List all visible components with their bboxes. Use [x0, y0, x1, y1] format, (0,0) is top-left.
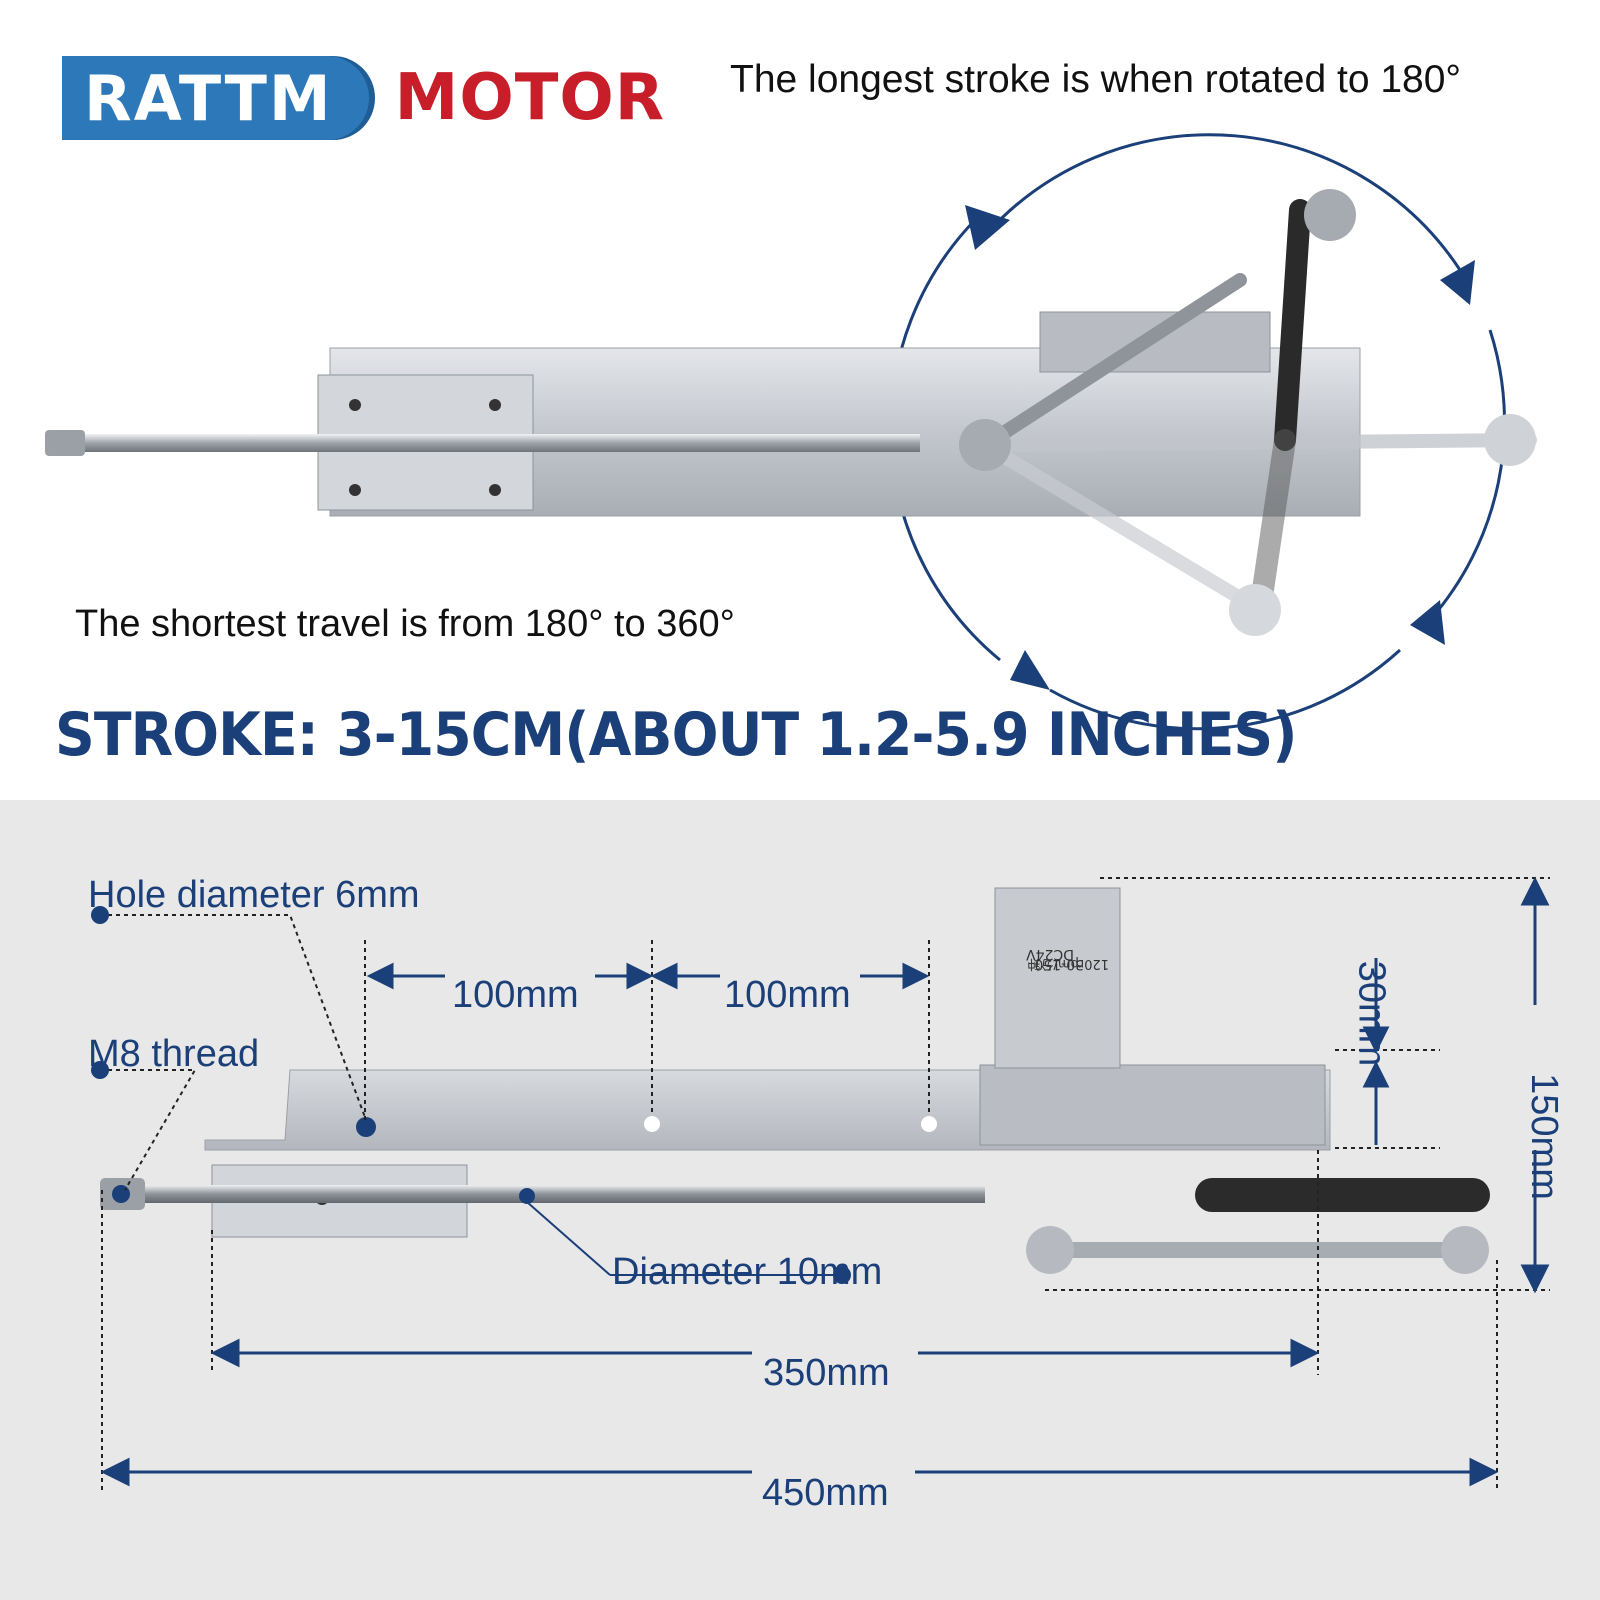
label-spacing-2: 100mm: [724, 974, 851, 1016]
arrow-head-icon: [1410, 600, 1445, 645]
rod-marker: [519, 1188, 535, 1204]
mount-hole: [356, 1117, 376, 1137]
arrow-head-icon: [1010, 650, 1050, 690]
label-hole-diameter: Hole diameter 6mm: [88, 874, 420, 916]
dc-motor: [994, 887, 1121, 1069]
dimension-arrows: [100, 876, 1550, 1487]
motor-voltage: DC24V: [1026, 946, 1074, 962]
label-length-350: 350mm: [763, 1352, 890, 1394]
dim-dot: [91, 906, 109, 924]
label-spacing-1: 100mm: [452, 974, 579, 1016]
push-rod: [60, 434, 920, 452]
logo-rattm: RATTM: [62, 56, 369, 140]
motor-speed: 120rpm/分钟: [1028, 956, 1109, 972]
leader-lines: [100, 877, 1550, 1490]
gearbox: [979, 1064, 1326, 1146]
top-illustration: [45, 133, 1537, 731]
thread-marker: [112, 1185, 130, 1203]
caption-longest-stroke: The longest stroke is when rotated to 18…: [730, 58, 1462, 101]
crank-arm: [1195, 1178, 1490, 1212]
logo-motor: MOTOR: [394, 61, 666, 135]
arrow-head-icon: [1440, 260, 1475, 305]
label-m8-thread: M8 thread: [88, 1033, 260, 1075]
mount-hole: [644, 1116, 660, 1132]
label-rod-diameter: Diameter 10mm: [612, 1251, 883, 1293]
motor-model: 30-150: [1034, 956, 1084, 972]
arrow-head-icon: [965, 205, 1010, 250]
crank-linkage: [959, 189, 1537, 636]
push-rod: [115, 1185, 985, 1203]
rotation-circle: [889, 133, 1506, 731]
label-height-150: 150mm: [1522, 1073, 1565, 1200]
mount-hole: [921, 1116, 937, 1132]
dimension-diagram: DC24V 30-150 120rpm/分钟: [91, 876, 1550, 1490]
label-height-30: 30mm: [1350, 960, 1393, 1067]
dim-dot: [91, 1061, 109, 1079]
dim-dot: [833, 1266, 851, 1284]
stroke-heading: STROKE: 3-15CM(ABOUT 1.2-5.9 INCHES): [55, 700, 1297, 770]
brand-logo: RATTM MOTOR: [62, 55, 665, 141]
rod-leader: [526, 1201, 611, 1276]
caption-shortest-travel: The shortest travel is from 180° to 360°: [75, 603, 735, 645]
label-length-450: 450mm: [762, 1472, 889, 1514]
